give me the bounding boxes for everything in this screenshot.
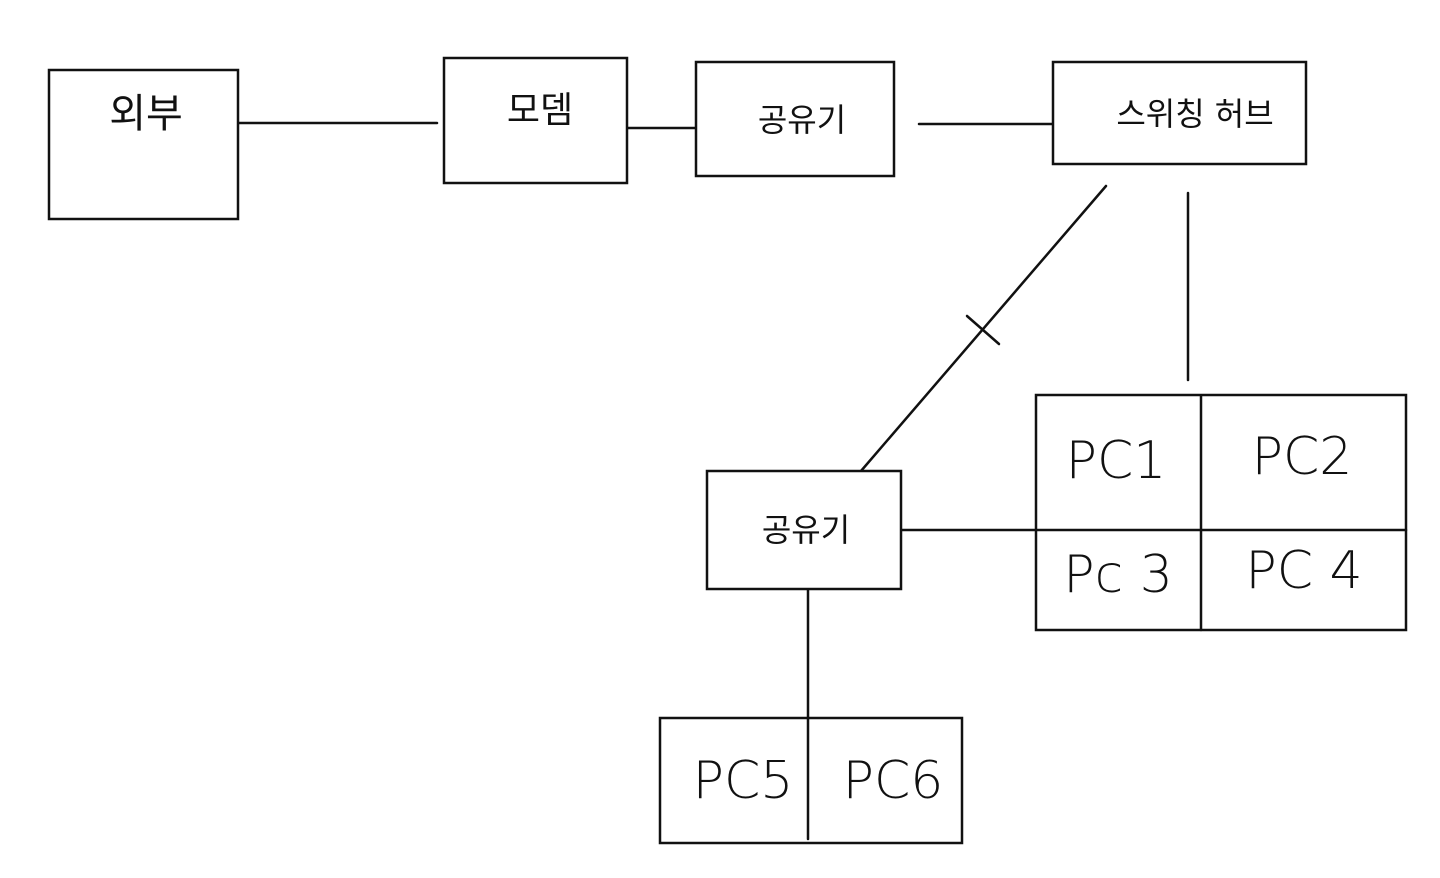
node-router-top: 공유기	[694, 60, 896, 178]
pc3-label: Pc 3	[1063, 545, 1173, 605]
node-external-box	[47, 68, 240, 221]
node-modem: 모뎀	[442, 56, 629, 185]
node-external: 외부	[47, 68, 240, 221]
node-router-bottom-label: 공유기	[762, 511, 850, 549]
node-router-bottom-box	[705, 469, 903, 591]
pc4-label: PC 4	[1245, 541, 1362, 601]
node-router-bottom: 공유기	[705, 469, 903, 591]
pc2-label: PC2	[1252, 427, 1353, 487]
node-router-top-label: 공유기	[758, 101, 846, 139]
connections	[236, 121, 1190, 720]
node-modem-label: 모뎀	[507, 90, 573, 131]
pc-group-right: PC1 PC2 Pc 3 PC 4	[1034, 393, 1408, 632]
pc-group-bottom-box	[658, 716, 964, 845]
node-external-label: 외부	[109, 91, 183, 137]
pc-group-right-box	[1034, 393, 1408, 632]
node-switching-hub: 스위칭 허브	[1051, 60, 1308, 166]
pc1-label: PC1	[1066, 431, 1167, 491]
link-tick-mark	[965, 314, 1001, 346]
node-modem-box	[442, 56, 629, 185]
node-switching-hub-label: 스위칭 허브	[1116, 95, 1273, 133]
pc-group-bottom: PC5 PC6	[658, 716, 964, 845]
node-switching-hub-box	[1051, 60, 1308, 166]
link-switch-router-bottom	[859, 184, 1108, 473]
pc6-label: PC6	[843, 751, 944, 811]
pc5-label: PC5	[693, 751, 794, 811]
node-router-top-box	[694, 60, 896, 178]
